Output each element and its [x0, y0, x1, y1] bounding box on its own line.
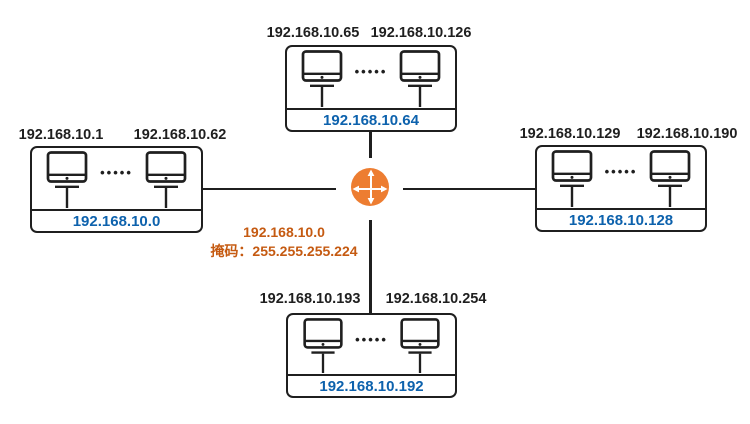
host-ip-label: 192.168.10.193 — [259, 291, 361, 307]
subnet-box-right: ••••• 192.168.10.128 — [535, 145, 707, 232]
ellipsis-dots: ••••• — [604, 164, 638, 179]
router-icon — [351, 168, 389, 206]
host-ip-label: 192.168.10.62 — [133, 127, 227, 143]
connector-line-bottom — [369, 220, 372, 313]
ellipsis-dots: ••••• — [355, 332, 388, 347]
subnet-address-label: 192.168.10.128 — [568, 211, 674, 229]
subnet-bar: 192.168.10.128 — [537, 208, 705, 230]
ellipsis-dots: ••••• — [100, 165, 133, 180]
ellipsis-dots: ••••• — [354, 64, 388, 79]
subnet-address-label: 192.168.10.192 — [319, 377, 424, 395]
connector-line-right — [403, 187, 536, 190]
subnet-address-label: 192.168.10.0 — [72, 212, 161, 230]
subnet-bar: 192.168.10.0 — [32, 209, 201, 231]
host-ip-label: 192.168.10.254 — [385, 291, 487, 307]
computer-icon — [145, 151, 187, 208]
host-ip-label: 192.168.10.126 — [370, 25, 472, 41]
subnet-mask: 掩码：255.255.255.224 — [210, 243, 358, 259]
computer-icon — [551, 150, 593, 207]
connector-line-top — [369, 131, 372, 158]
subnet-bar: 192.168.10.192 — [288, 374, 455, 396]
network-mask-label: 192.168.10.0 掩码：255.255.255.224 — [190, 223, 378, 261]
network-address: 192.168.10.0 — [243, 224, 325, 240]
computer-icon — [649, 150, 691, 207]
host-ip-label: 192.168.10.65 — [266, 25, 360, 41]
subnet-box-left: ••••• 192.168.10.0 — [30, 146, 203, 233]
hosts-row: ••••• — [288, 315, 455, 374]
computer-icon — [399, 50, 441, 107]
hosts-row: ••••• — [537, 147, 705, 208]
host-ip-label: 192.168.10.129 — [519, 126, 621, 142]
computer-icon — [400, 318, 440, 373]
hosts-row: ••••• — [32, 148, 201, 209]
connector-line-left — [203, 187, 336, 190]
computer-icon — [303, 318, 343, 373]
computer-icon — [46, 151, 88, 208]
computer-icon — [301, 50, 343, 107]
subnet-box-bottom: ••••• 192.168.10.192 — [286, 313, 457, 398]
host-ip-label: 192.168.10.1 — [18, 127, 104, 143]
subnet-address-label: 192.168.10.64 — [323, 111, 419, 129]
subnet-box-top: ••••• 192.168.10.64 — [285, 45, 457, 132]
host-ip-label: 192.168.10.190 — [636, 126, 738, 142]
hosts-row: ••••• — [287, 47, 455, 108]
subnet-bar: 192.168.10.64 — [287, 108, 455, 130]
